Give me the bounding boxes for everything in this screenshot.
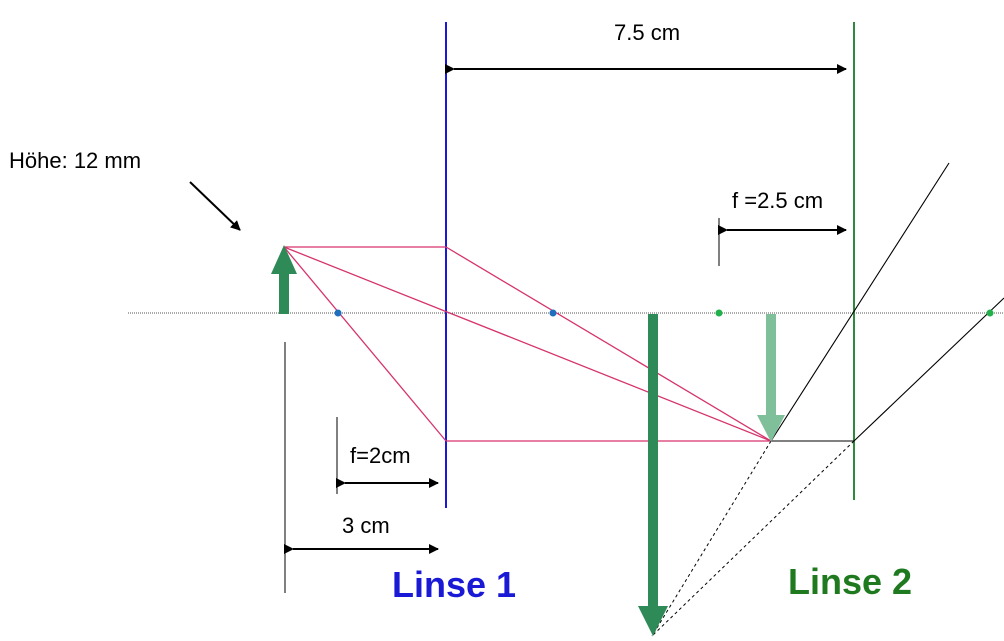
object-distance-label: 3 cm xyxy=(342,513,390,538)
focal-point-lens1-left xyxy=(334,309,342,317)
focal-point-lens2-right xyxy=(986,309,994,317)
f2-label: f =2.5 cm xyxy=(732,188,823,213)
ray-through-focus xyxy=(770,162,950,442)
virtual-rays xyxy=(651,440,855,637)
final-image-arrow xyxy=(757,314,785,442)
object-arrow xyxy=(271,245,297,314)
lens2-label: Linse 2 xyxy=(788,561,912,602)
distance-label: 7.5 cm xyxy=(614,20,680,45)
f1-label: f=2cm xyxy=(350,443,411,468)
ray-central xyxy=(283,246,772,442)
height-pointer-arrow xyxy=(189,181,241,231)
focal-point-lens1-right xyxy=(549,309,557,317)
focal-point-lens2-left xyxy=(715,309,723,317)
ray-focal xyxy=(283,246,447,442)
height-label: Höhe: 12 mm xyxy=(9,148,141,173)
virtual-ray-1 xyxy=(651,440,772,637)
lens2-rays xyxy=(770,162,1004,442)
lens1-label: Linse 1 xyxy=(392,564,516,605)
ray-lens2-parallel xyxy=(853,297,1004,442)
ray-refracted-top xyxy=(445,246,772,442)
first-image-arrow xyxy=(638,314,668,636)
ray-lines xyxy=(283,246,772,442)
virtual-ray-2 xyxy=(651,440,855,637)
